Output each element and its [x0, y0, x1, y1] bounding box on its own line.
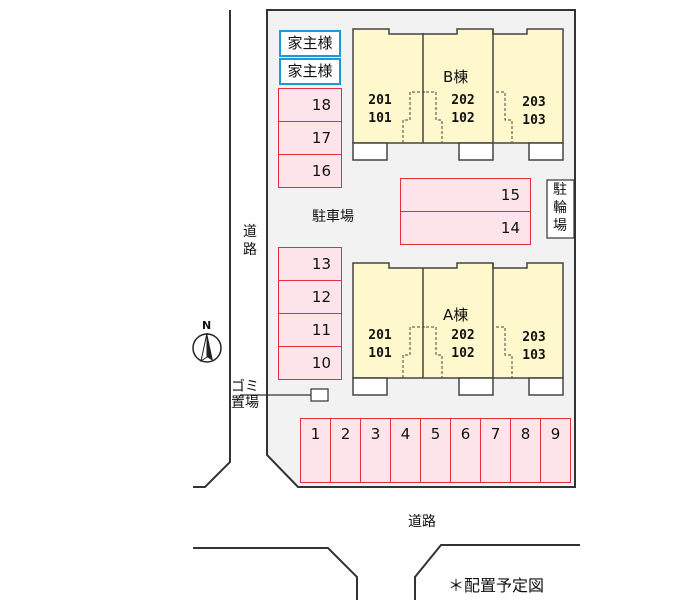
parking-lot-label: 駐車場 [312, 209, 354, 225]
garbage-box [310, 388, 329, 402]
road-left-label: 道路 [243, 224, 257, 258]
parking-space-4: 4 [390, 418, 421, 483]
parking-space-14: 14 [400, 211, 531, 245]
parking-space-7: 7 [480, 418, 511, 483]
unit-103: 103 [522, 113, 546, 128]
owner-space-2: 家主様 [279, 58, 341, 85]
unit-202: 202 [451, 328, 475, 343]
parking-space-1: 1 [300, 418, 331, 483]
bicycle-parking-label: 駐輪場 [553, 182, 567, 234]
unit-201: 201 [368, 93, 392, 108]
unit-203: 203 [522, 95, 546, 110]
parking-space-12: 12 [278, 280, 342, 314]
unit-202: 202 [451, 93, 475, 108]
road-bottom-label: 道路 [408, 514, 436, 530]
building-b-name: B棟 [443, 68, 469, 86]
layout-note: ＊配置予定図 [448, 576, 545, 595]
building-a-name: A棟 [443, 306, 469, 324]
unit-201: 201 [368, 328, 392, 343]
parking-space-5: 5 [420, 418, 451, 483]
compass-icon [192, 332, 222, 363]
parking-space-2: 2 [330, 418, 361, 483]
owner-space-1: 家主様 [279, 30, 341, 57]
unit-101: 101 [368, 346, 392, 361]
parking-space-11: 11 [278, 313, 342, 347]
parking-space-8: 8 [510, 418, 541, 483]
road-bottom-edge-left [193, 547, 358, 600]
parking-space-9: 9 [540, 418, 571, 483]
bicycle-parking-box [546, 179, 575, 239]
compass-north-label: N [202, 319, 212, 332]
garbage-area-label: ゴミ置場 [231, 379, 259, 411]
parking-space-17: 17 [278, 121, 342, 155]
unit-203: 203 [522, 330, 546, 345]
parking-space-16: 16 [278, 154, 342, 188]
unit-102: 102 [451, 346, 475, 361]
building-a-shape [352, 262, 564, 396]
unit-101: 101 [368, 111, 392, 126]
road-left-edge [193, 10, 231, 488]
parking-space-13: 13 [278, 247, 342, 281]
parking-space-3: 3 [360, 418, 391, 483]
unit-103: 103 [522, 348, 546, 363]
road-bottom-edge-right [414, 544, 580, 600]
parking-space-6: 6 [450, 418, 481, 483]
unit-102: 102 [451, 111, 475, 126]
parking-space-18: 18 [278, 88, 342, 122]
building-b-shape [352, 28, 564, 161]
parking-space-15: 15 [400, 178, 531, 212]
parking-space-10: 10 [278, 346, 342, 380]
